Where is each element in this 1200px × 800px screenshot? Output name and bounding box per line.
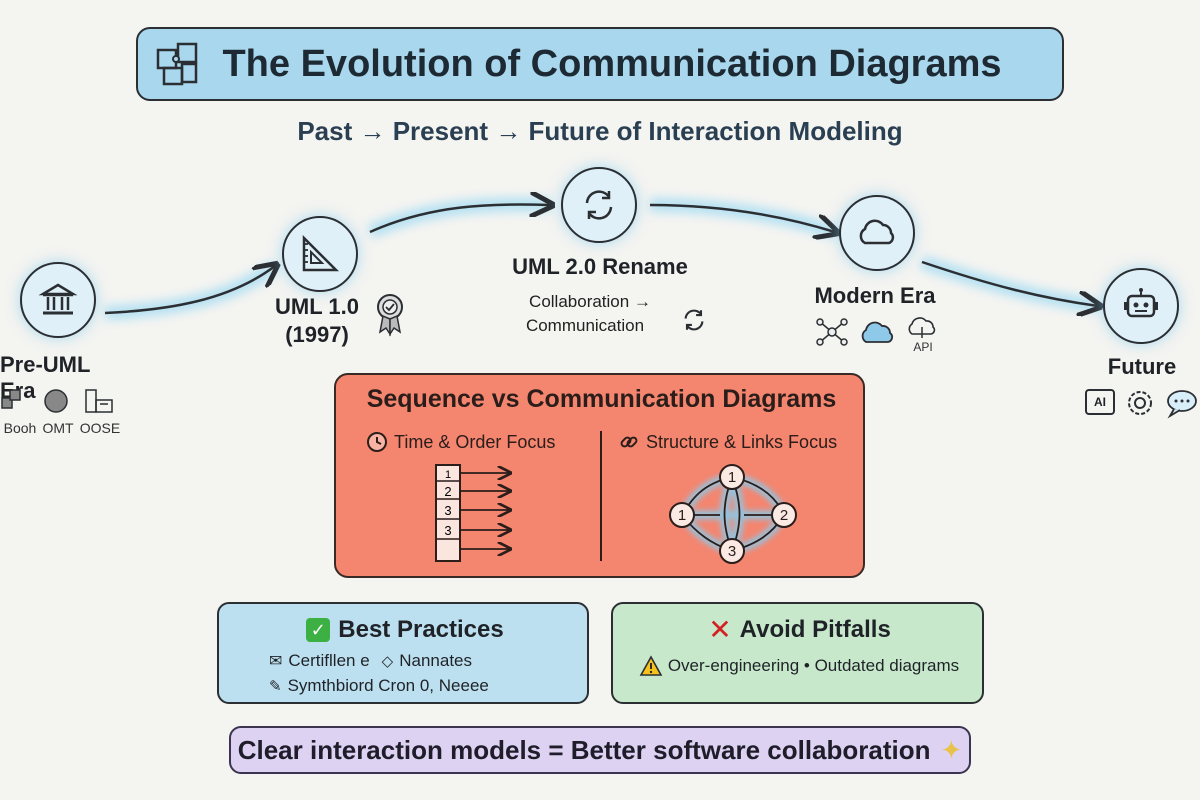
- pitfall-item: Over-engineering • Outdated diagrams: [667, 656, 960, 675]
- sparkle-icon: ✦: [940, 734, 963, 765]
- subtitle: Past → Present → Future of Interaction M…: [297, 116, 903, 146]
- uml2-line2: Communication: [525, 316, 645, 335]
- comparison-title: Sequence vs Communication Diagrams: [366, 385, 837, 413]
- cross-icon: ✕: [708, 614, 732, 645]
- future-icons: [1128, 390, 1197, 419]
- comm-label-bottom: 3: [728, 543, 736, 560]
- tag-icon: ◇: [381, 653, 394, 670]
- seq-step-3: 3: [444, 503, 451, 518]
- communication-diagram: 1 1 2 3: [669, 464, 797, 564]
- sequence-diagram: 1 2 3 3: [435, 464, 572, 562]
- comm-label-right: 2: [780, 507, 788, 524]
- sync-arrows-icon: [585, 190, 613, 220]
- uml2-label: UML 2.0 Rename: [512, 254, 688, 279]
- method-oose: OOSE: [79, 420, 121, 436]
- comm-node-bottom: [719, 538, 745, 564]
- future-label: Future: [1107, 354, 1177, 379]
- envelope-icon: ✉: [269, 653, 283, 670]
- arrow-4: [921, 260, 1098, 306]
- left-heading: Time & Order Focus: [394, 432, 556, 452]
- modern-node: [839, 195, 915, 271]
- ai-chip-icon: AI: [1085, 389, 1115, 415]
- best-practices-title: Best Practices: [338, 616, 504, 643]
- pre-uml-node: [20, 262, 96, 338]
- best-item-2: Nannates: [399, 651, 472, 670]
- small-sync-icon: [684, 309, 704, 331]
- method-omt: OMT: [42, 420, 74, 436]
- panel-divider: [600, 431, 602, 561]
- seq-step-1: 1: [445, 469, 451, 481]
- modern-label: Modern Era: [814, 283, 936, 308]
- robot-icon: [1124, 288, 1158, 318]
- api-label: API: [913, 340, 933, 354]
- cloud-icon: [859, 219, 895, 245]
- arrow-3: [649, 203, 835, 232]
- footer-banner: Clear interaction models = Better softwa…: [229, 726, 971, 774]
- footer-text: Clear interaction models = Better softwa…: [237, 734, 931, 765]
- pitfalls-panel: ✕ Avoid Pitfalls Over-engineering • Outd…: [611, 602, 984, 704]
- blue-cloud-icon: [861, 321, 893, 343]
- method-booh: Booh: [3, 420, 37, 436]
- future-node: [1103, 268, 1179, 344]
- comm-node-left: [669, 502, 695, 528]
- comparison-panel: Sequence vs Communication Diagrams Time …: [334, 373, 865, 578]
- link-icon: [620, 436, 638, 448]
- clock-icon: [367, 432, 387, 452]
- best-item-1: Certifllen e: [288, 651, 370, 670]
- uml2-line1: Collaboration →: [529, 292, 651, 311]
- right-heading: Structure & Links Focus: [646, 432, 838, 452]
- check-icon: ✓: [306, 618, 331, 642]
- pre-uml-method-icons: [1, 389, 113, 413]
- comm-label-left: 1: [678, 507, 686, 524]
- puzzle-icon: [156, 42, 198, 86]
- api-cloud-icon: [908, 317, 936, 338]
- booch-icon: [1, 389, 21, 409]
- chat-bubble-icon: [1167, 390, 1197, 419]
- pitfalls-title: Avoid Pitfalls: [739, 616, 891, 643]
- ai-chip-label: AI: [1094, 395, 1106, 409]
- uml2-node: [561, 167, 637, 243]
- title-banner: The Evolution of Communication Diagrams: [136, 27, 1064, 101]
- award-badge-icon: [377, 294, 403, 337]
- arrow-1: [104, 266, 275, 315]
- page-title: The Evolution of Communication Diagrams: [222, 42, 1002, 85]
- modern-icons: [816, 317, 936, 346]
- warning-icon: [639, 655, 663, 676]
- seq-step-2: 2: [444, 484, 451, 499]
- omt-icon: [44, 389, 68, 413]
- comm-node-top: [719, 464, 745, 490]
- comm-node-right: [771, 502, 797, 528]
- pencil-icon: ✎: [269, 678, 282, 695]
- best-item-3: Symthbiord Cron 0, Neeee: [287, 676, 489, 695]
- uml1-node: [282, 216, 358, 292]
- arrow-2: [369, 204, 550, 234]
- network-icon: [816, 318, 848, 346]
- seq-step-4: 3: [444, 523, 451, 538]
- oose-icon: [85, 389, 113, 413]
- uml1-label: UML 1.0: [275, 294, 359, 319]
- gear-icon: [1128, 391, 1152, 415]
- ruler-triangle-icon: [302, 234, 340, 272]
- museum-icon: [38, 283, 78, 315]
- uml1-year: (1997): [285, 322, 349, 347]
- comm-label-top: 1: [728, 469, 736, 486]
- best-practices-panel: ✓ Best Practices ✉ Certifllen e ◇ Nannat…: [217, 602, 589, 704]
